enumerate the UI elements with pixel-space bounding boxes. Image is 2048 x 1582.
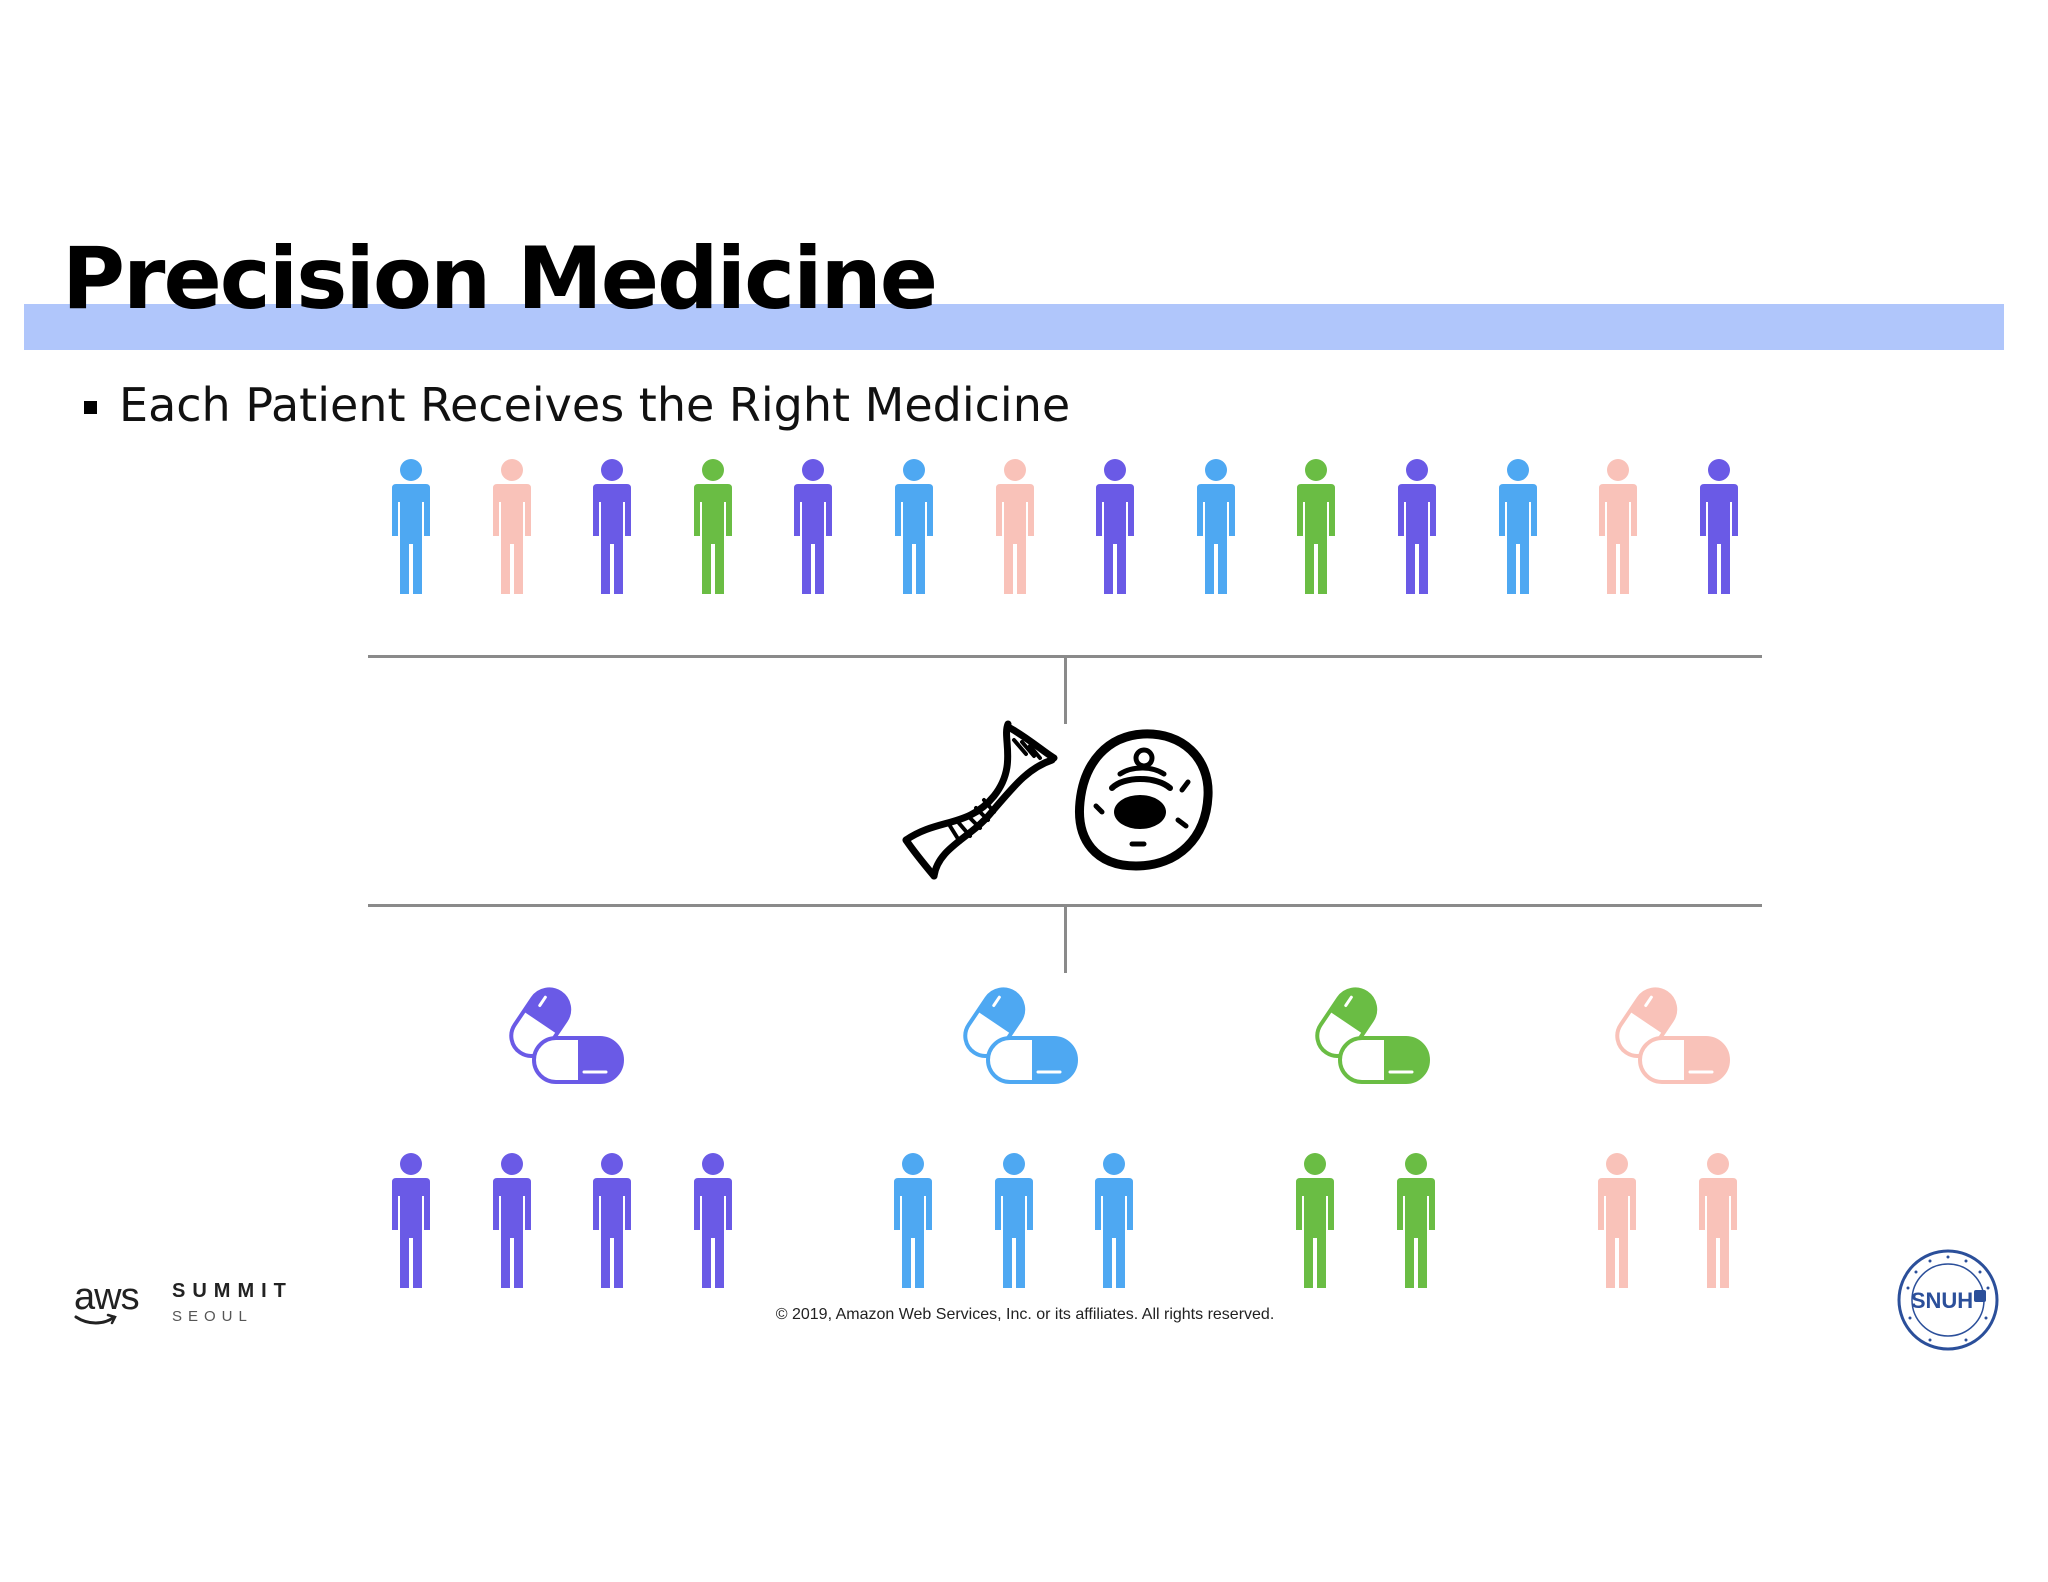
capsule-icon bbox=[500, 976, 628, 1086]
person-icon bbox=[1088, 458, 1142, 596]
person-icon bbox=[1087, 1152, 1141, 1290]
person-icon bbox=[987, 1152, 1041, 1290]
person-icon bbox=[1289, 458, 1343, 596]
person-icon bbox=[887, 458, 941, 596]
person-icon bbox=[988, 458, 1042, 596]
connector-top bbox=[1064, 656, 1067, 724]
bullet-text: Each Patient Receives the Right Medicine bbox=[119, 378, 1071, 432]
snuh-logo-text: SNUH bbox=[1911, 1288, 1973, 1313]
smile-arrow-icon bbox=[74, 1313, 117, 1325]
person-icon bbox=[1691, 1152, 1745, 1290]
copyright-text: © 2019, Amazon Web Services, Inc. or its… bbox=[775, 1306, 1275, 1323]
dna-icon bbox=[902, 720, 1058, 880]
capsule-icon bbox=[1606, 976, 1734, 1086]
person-icon bbox=[485, 1152, 539, 1290]
person-icon bbox=[1288, 1152, 1342, 1290]
person-icon bbox=[686, 458, 740, 596]
person-icon bbox=[1692, 458, 1746, 596]
summit-label: SUMMIT bbox=[172, 1280, 293, 1302]
person-icon bbox=[786, 458, 840, 596]
person-icon bbox=[485, 458, 539, 596]
person-icon bbox=[686, 1152, 740, 1290]
person-icon bbox=[384, 1152, 438, 1290]
person-icon bbox=[1590, 1152, 1644, 1290]
capsule-icon bbox=[954, 976, 1082, 1086]
snuh-logo: SNUH bbox=[1897, 1249, 1999, 1351]
capsule-icon bbox=[1306, 976, 1434, 1086]
person-icon bbox=[1389, 1152, 1443, 1290]
person-icon bbox=[585, 1152, 639, 1290]
connector-bottom bbox=[1064, 905, 1067, 973]
person-icon bbox=[1390, 458, 1444, 596]
person-icon bbox=[1189, 458, 1243, 596]
bullet-item: Each Patient Receives the Right Medicine bbox=[84, 378, 1070, 432]
aws-logo-text: aws bbox=[74, 1276, 140, 1318]
person-icon bbox=[585, 458, 639, 596]
person-icon bbox=[1491, 458, 1545, 596]
page-title: Precision Medicine bbox=[62, 229, 938, 329]
bullet-square-icon bbox=[84, 400, 97, 414]
seoul-label: SEOUL bbox=[172, 1308, 253, 1325]
person-icon bbox=[1591, 458, 1645, 596]
person-icon bbox=[384, 458, 438, 596]
aws-logo: aws bbox=[74, 1276, 140, 1327]
title-band bbox=[24, 304, 2004, 350]
cell-icon bbox=[1075, 729, 1213, 871]
person-icon bbox=[886, 1152, 940, 1290]
